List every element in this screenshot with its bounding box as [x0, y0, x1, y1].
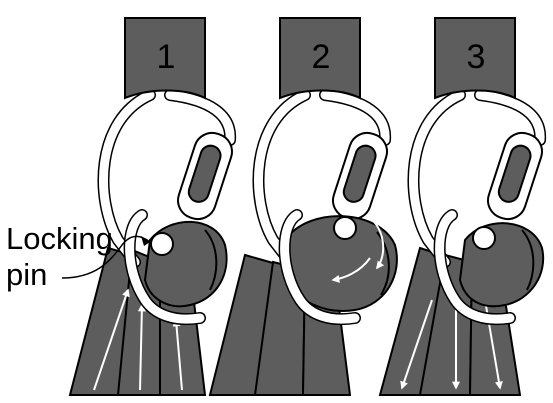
callout-arrowhead [141, 236, 150, 246]
strap-arrows [93, 288, 183, 391]
pulley-arrows [331, 217, 385, 283]
panel-label-2: 2 [312, 38, 331, 76]
screw-gate [177, 131, 233, 221]
panel-3: 3 [378, 17, 547, 396]
locking-pin [333, 216, 357, 240]
locking-pin [150, 232, 174, 256]
screw-gate [487, 131, 543, 221]
callout-line-2: pin [6, 257, 47, 292]
callout-line-1: Locking [6, 221, 113, 256]
screw-gate [332, 131, 388, 221]
panel-label-3: 3 [467, 38, 486, 76]
locking-pin-callout: Locking pin [6, 221, 151, 292]
panel-label-1: 1 [157, 38, 176, 76]
locking-pin [472, 226, 496, 250]
anchor-tab [279, 17, 361, 100]
anchor-tab [434, 17, 516, 100]
panel-2: 2 [208, 17, 398, 396]
panel-1: 1 [68, 17, 237, 396]
anchor-tab [124, 17, 206, 100]
